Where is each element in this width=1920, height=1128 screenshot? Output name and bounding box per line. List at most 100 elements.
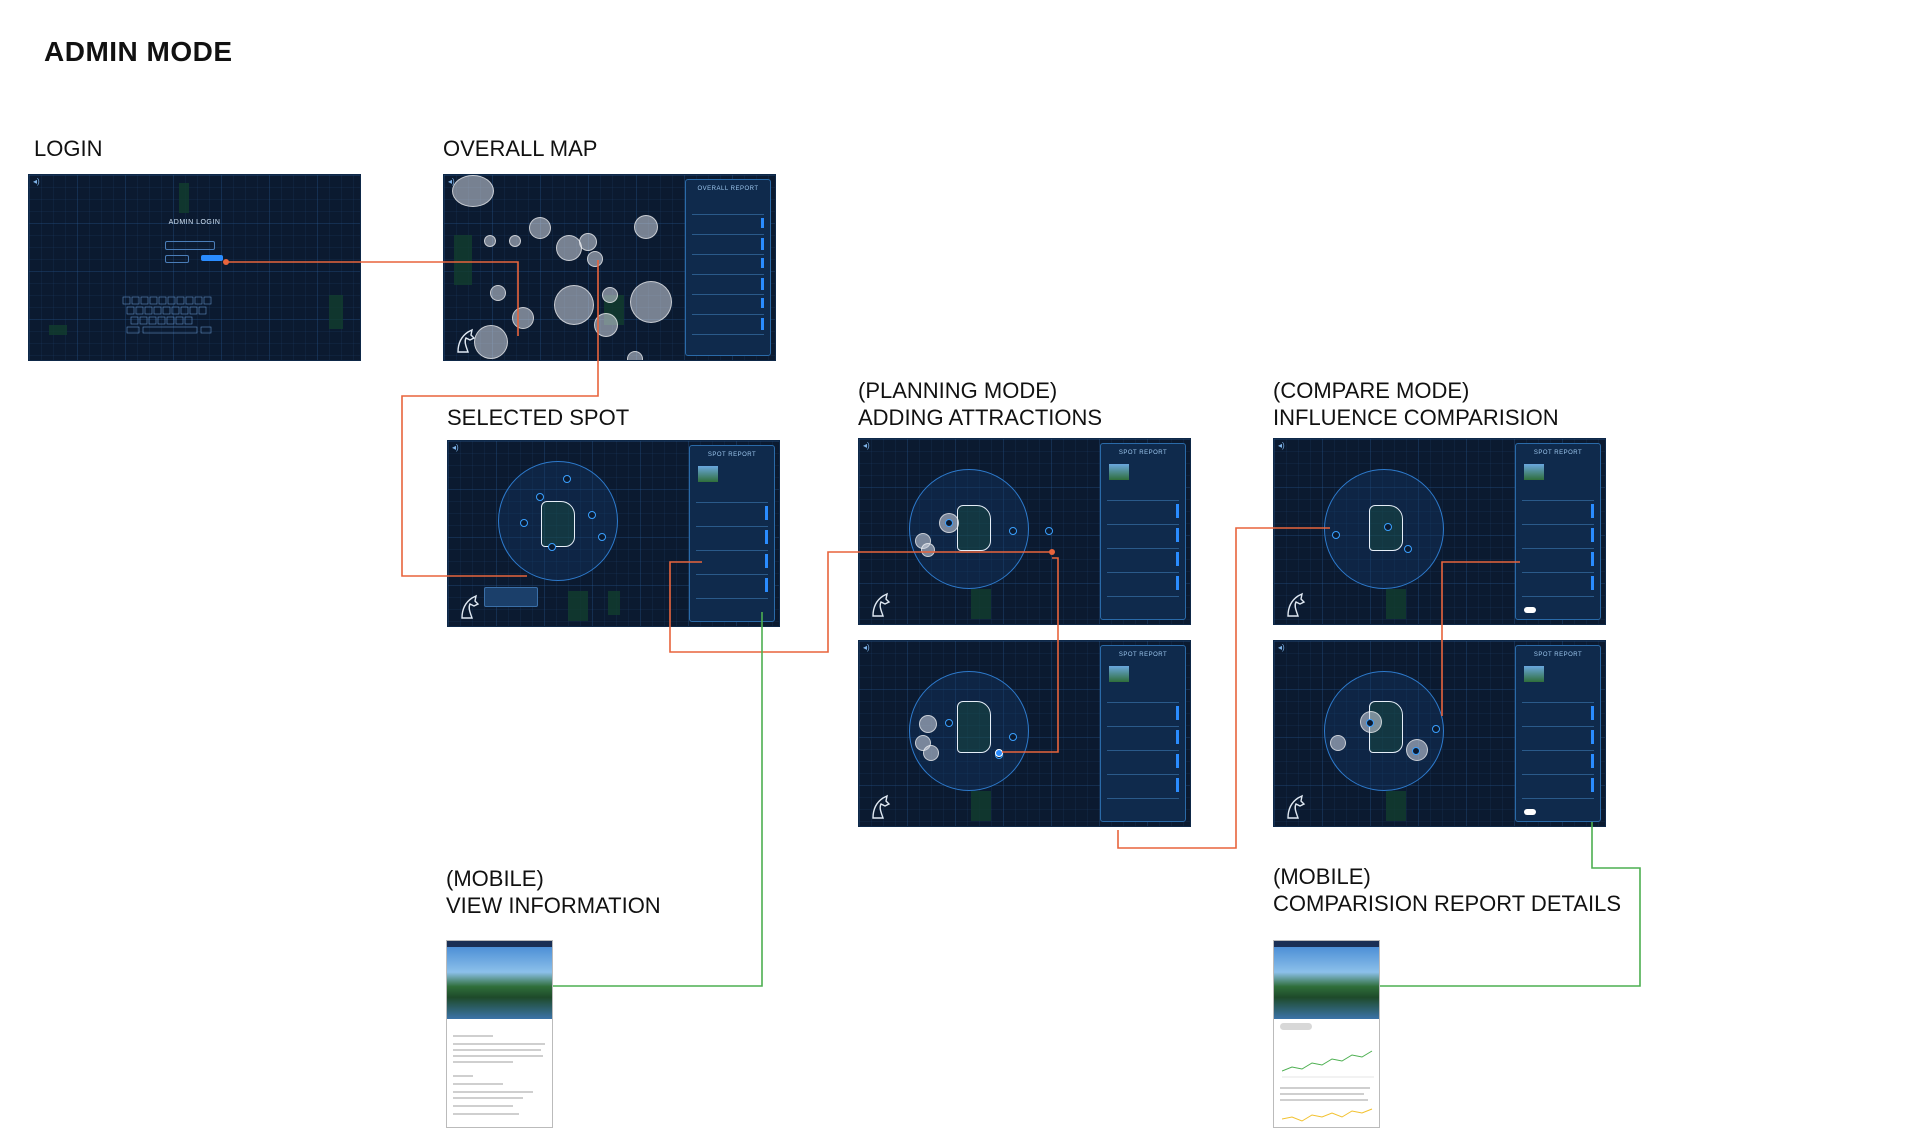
park-photo — [447, 947, 552, 1019]
connector-map-to-spot — [401, 260, 599, 577]
compare-screen-2[interactable]: ◂) SPOT REPORT — [1273, 640, 1606, 827]
planning-screen-1[interactable]: ◂) SPOT REPORT — [858, 438, 1191, 625]
spot-report-title: SPOT REPORT — [707, 452, 757, 458]
attraction-bubble[interactable] — [634, 215, 658, 239]
label-compare-line1: (COMPARE MODE) — [1273, 378, 1470, 403]
volume-icon[interactable]: ◂) — [1278, 441, 1285, 450]
attraction-dot[interactable] — [1009, 733, 1017, 741]
onscreen-keyboard[interactable] — [121, 295, 231, 335]
volume-icon[interactable]: ◂) — [863, 643, 870, 652]
volume-icon[interactable]: ◂) — [452, 443, 459, 452]
attraction-bubble[interactable] — [509, 235, 521, 247]
horse-logo-icon — [1287, 592, 1306, 617]
overall-report-panel[interactable]: OVERALL REPORT — [685, 179, 771, 356]
mobile-comparison-report-screen[interactable] — [1273, 940, 1380, 1128]
label-mobile-compare-line1: (MOBILE) — [1273, 864, 1371, 889]
attraction-bubble[interactable] — [452, 175, 494, 207]
selected-spot-screen[interactable]: ◂) SPOT REPORT — [447, 440, 780, 627]
volume-icon[interactable]: ◂) — [1278, 643, 1285, 652]
attraction-dot[interactable] — [536, 493, 544, 501]
login-input[interactable] — [165, 241, 215, 250]
horse-logo-icon — [1287, 794, 1306, 819]
label-compare-mode: (COMPARE MODE) INFLUENCE COMPARISION — [1273, 377, 1559, 431]
report-tab[interactable] — [1280, 1023, 1312, 1030]
attraction-dot[interactable] — [1404, 545, 1412, 553]
spot-report-panel[interactable]: SPOT REPORT — [1100, 645, 1186, 822]
attraction-bubble[interactable] — [490, 285, 506, 301]
overall-map-screen[interactable]: ◂) OVERALL REPORT — [443, 174, 776, 361]
spot-report-panel[interactable]: SPOT REPORT — [1515, 645, 1601, 822]
transportation-trend-icon — [1282, 1050, 1374, 1078]
spot-report-title: SPOT REPORT — [1533, 652, 1583, 658]
label-planning-mode: (PLANNING MODE) ADDING ATTRACTIONS — [858, 377, 1102, 431]
label-compare-line2: INFLUENCE COMPARISION — [1273, 405, 1559, 430]
new-attraction-dot[interactable] — [995, 749, 1003, 757]
attraction-bubble[interactable] — [556, 235, 582, 261]
label-mobile-view: (MOBILE) VIEW INFORMATION — [446, 865, 661, 919]
login-screen[interactable]: ◂) ADMIN LOGIN — [28, 174, 361, 361]
spot-report-panel[interactable]: SPOT REPORT — [1515, 443, 1601, 620]
label-overall-map: OVERALL MAP — [443, 136, 598, 161]
label-planning-line2: ADDING ATTRACTIONS — [858, 405, 1103, 430]
horse-logo-icon — [872, 794, 891, 819]
spot-report-panel[interactable]: SPOT REPORT — [1100, 443, 1186, 620]
login-button[interactable] — [201, 255, 223, 261]
attraction-bubble[interactable] — [474, 325, 508, 359]
influence-ring — [909, 469, 1029, 589]
label-mobile-compare-line2: COMPARISION REPORT DETAILS — [1273, 891, 1621, 916]
connector-spot-to-mobile — [553, 612, 763, 987]
attraction-dot[interactable] — [1432, 725, 1440, 733]
compare-toggle[interactable] — [1524, 607, 1536, 613]
attraction-dot[interactable] — [1412, 747, 1420, 755]
cancel-button[interactable] — [165, 255, 189, 263]
attraction-dot[interactable] — [1384, 523, 1392, 531]
attraction-bubble[interactable] — [627, 351, 643, 360]
compare-screen-1[interactable]: ◂) SPOT REPORT — [1273, 438, 1606, 625]
influence-ring — [1324, 671, 1444, 791]
attraction-bubble[interactable] — [587, 251, 603, 267]
influence-ring — [498, 461, 618, 581]
park-photo — [1274, 947, 1379, 1019]
horse-logo-icon — [457, 328, 476, 353]
attraction-dot[interactable] — [945, 719, 953, 727]
connector-compare-switch — [1441, 561, 1520, 716]
planning-screen-2[interactable]: ◂) SPOT REPORT — [858, 640, 1191, 827]
selected-park-outline[interactable] — [957, 505, 991, 551]
spot-report-title: SPOT REPORT — [1118, 652, 1168, 658]
label-mobile-view-line1: (MOBILE) — [446, 866, 544, 891]
page-title: ADMIN MODE — [44, 36, 233, 67]
spot-report-panel[interactable]: SPOT REPORT — [689, 445, 775, 622]
label-mobile-view-line2: VIEW INFORMATION — [446, 893, 661, 918]
connector-login-to-map — [226, 261, 519, 336]
attraction-dot[interactable] — [598, 533, 606, 541]
volume-icon[interactable]: ◂) — [448, 177, 455, 186]
attraction-bubble[interactable] — [554, 285, 594, 325]
attraction-bubble[interactable] — [484, 235, 496, 247]
attraction-dot[interactable] — [520, 519, 528, 527]
compare-toggle[interactable] — [1524, 809, 1536, 815]
attraction-bubble[interactable] — [602, 287, 618, 303]
mobile-view-information-screen[interactable] — [446, 940, 553, 1128]
selected-park-outline[interactable] — [541, 501, 575, 547]
attraction-dot[interactable] — [588, 511, 596, 519]
attraction-dot[interactable] — [1332, 531, 1340, 539]
attraction-bubble[interactable] — [630, 281, 672, 323]
horse-logo-icon — [872, 592, 891, 617]
overall-report-title: OVERALL REPORT — [697, 186, 759, 192]
attraction-dot[interactable] — [548, 543, 556, 551]
connector-compare-to-mobile — [1380, 822, 1641, 987]
spot-report-title: SPOT REPORT — [1533, 450, 1583, 456]
attraction-dot[interactable] — [1045, 527, 1053, 535]
attraction-dot[interactable] — [563, 475, 571, 483]
volume-icon[interactable]: ◂) — [863, 441, 870, 450]
connector-planning-to-compare — [1117, 527, 1330, 849]
selected-park-outline[interactable] — [957, 701, 991, 753]
attraction-dot[interactable] — [945, 519, 953, 527]
spot-report-title: SPOT REPORT — [1118, 450, 1168, 456]
spot-tooltip[interactable] — [484, 587, 538, 607]
volume-icon[interactable]: ◂) — [33, 177, 40, 186]
attraction-dot[interactable] — [1009, 527, 1017, 535]
attraction-bubble[interactable] — [529, 217, 551, 239]
attraction-dot[interactable] — [1366, 719, 1374, 727]
